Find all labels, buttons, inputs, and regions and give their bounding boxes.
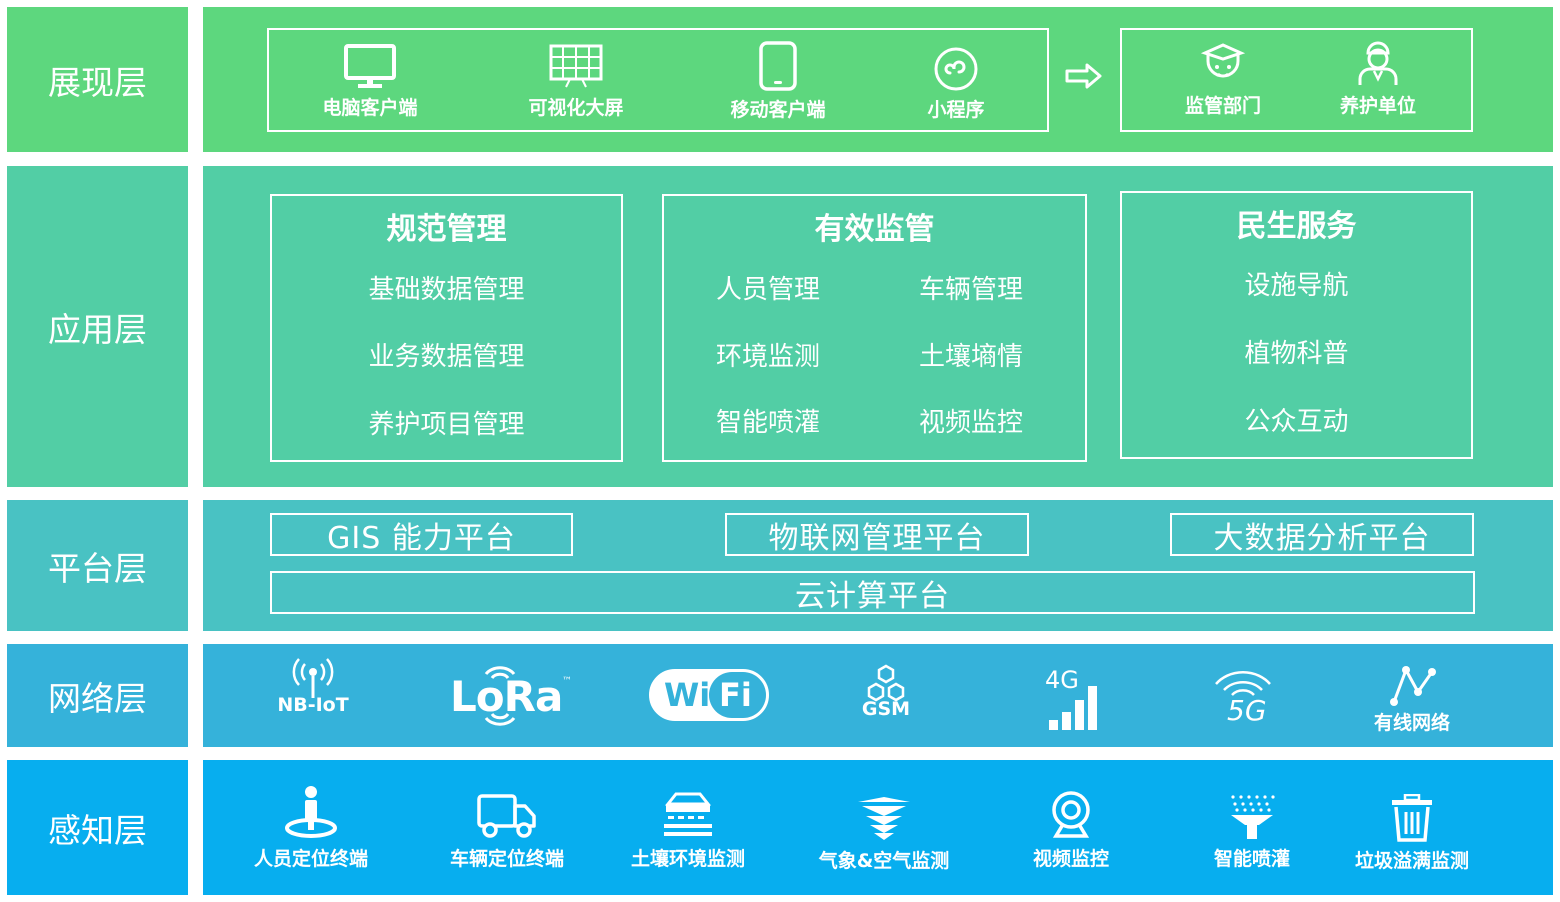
- network-lora: LoRa ™: [450, 660, 574, 732]
- client-label: 小程序: [927, 99, 985, 121]
- network-nbiot: NB-IoT: [268, 656, 358, 716]
- person-location-icon: [285, 786, 337, 838]
- layer-label-application: 应用层: [7, 166, 188, 487]
- network-label: NB-IoT: [277, 694, 349, 716]
- layer-label-network: 网络层: [7, 644, 188, 747]
- platform-panel: GIS 能力平台 物联网管理平台 大数据分析平台 云计算平台: [203, 500, 1553, 631]
- worker-icon: [1358, 41, 1398, 85]
- application-panel: 规范管理 基础数据管理 业务数据管理 养护项目管理 有效监管 人员管理 车辆管理…: [203, 166, 1553, 487]
- platform-bigdata: 大数据分析平台: [1170, 513, 1474, 556]
- weather-station-icon: [858, 797, 910, 840]
- network-label: GSM: [861, 698, 911, 720]
- sensor-weather: 气象&空气监测: [809, 796, 959, 873]
- client-miniprogram: 小程序: [896, 45, 1016, 122]
- wifi-right-text: Fi: [719, 676, 752, 714]
- app-item: 设施导航: [1244, 271, 1349, 301]
- sensor-sprinkler: 智能喷灌: [1192, 794, 1312, 871]
- network-5g: 5G: [1203, 664, 1283, 727]
- signal-bars-icon: [1049, 686, 1097, 730]
- client-label: 电脑客户端: [322, 97, 418, 119]
- app-group-title: 有效监管: [814, 212, 935, 247]
- grid-screen-icon: [549, 44, 603, 88]
- client-bigscreen: 可视化大屏: [516, 43, 636, 120]
- client-label: 移动客户端: [730, 99, 826, 121]
- mobile-icon: [759, 41, 797, 91]
- user-regulator: 监管部门: [1163, 41, 1283, 118]
- lora-signal-icon: [484, 666, 516, 726]
- layer-label-perception: 感知层: [7, 760, 188, 895]
- sensor-label: 车辆定位终端: [449, 848, 564, 870]
- wifi-left-text: Wi: [664, 676, 711, 714]
- sensor-label: 人员定位终端: [253, 848, 368, 870]
- app-item: 公众互动: [1244, 407, 1349, 437]
- app-item: 环境监测: [716, 342, 821, 372]
- user-box: [1120, 28, 1473, 132]
- app-item: 人员管理: [716, 275, 821, 305]
- wifi-signal-icon: [1215, 671, 1271, 696]
- sensor-label: 气象&空气监测: [818, 850, 950, 872]
- network-4g: 4G: [1043, 666, 1107, 730]
- platform-gis: GIS 能力平台: [270, 513, 573, 556]
- app-item: 业务数据管理: [368, 342, 525, 372]
- monitor-icon: [344, 44, 396, 88]
- sensor-soil: 土壤环境监测: [618, 790, 758, 871]
- sensor-video: 视频监控: [1011, 790, 1131, 871]
- sensor-label: 土壤环境监测: [630, 848, 745, 870]
- client-label: 可视化大屏: [528, 97, 624, 119]
- arrow-right-icon: [1065, 63, 1102, 89]
- officer-icon: [1200, 43, 1246, 78]
- camera-icon: [1052, 791, 1090, 838]
- app-group-title: 规范管理: [386, 212, 507, 247]
- line-nodes-icon: [1390, 666, 1436, 706]
- mini-program-icon: [934, 47, 978, 91]
- sensor-label: 垃圾溢满监测: [1354, 850, 1469, 872]
- app-item: 智能喷灌: [716, 408, 821, 438]
- presentation-panel: 电脑客户端 可视化大屏 移动客户端 小程序 监管部门 养护单位: [203, 7, 1553, 152]
- app-group-standard: 规范管理 基础数据管理 业务数据管理 养护项目管理: [270, 194, 623, 462]
- app-item: 土壤墒情: [919, 342, 1024, 372]
- soil-sensor-icon: [664, 792, 712, 836]
- sensor-label: 视频监控: [1032, 848, 1109, 870]
- network-label: 有线网络: [1373, 712, 1450, 734]
- app-item: 植物科普: [1244, 339, 1349, 369]
- sprinkler-icon: [1231, 795, 1275, 839]
- wifi-right-pill: Fi: [709, 672, 766, 718]
- lora-wordmark: LoRa: [450, 672, 563, 721]
- layer-label-presentation: 展现层: [7, 7, 188, 152]
- app-item: 视频监控: [919, 408, 1024, 438]
- network-wired: 有线网络: [1359, 662, 1465, 735]
- app-item: 车辆管理: [919, 275, 1024, 305]
- sensor-person-location: 人员定位终端: [241, 784, 381, 871]
- user-maintenance: 养护单位: [1318, 41, 1438, 118]
- client-box: [267, 28, 1049, 132]
- platform-cloud: 云计算平台: [270, 571, 1475, 614]
- app-group-public-service: 民生服务 设施导航 植物科普 公众互动: [1120, 191, 1473, 459]
- lora-trademark: ™: [562, 676, 572, 687]
- layer-label-platform: 平台层: [7, 500, 188, 631]
- network-gsm: GSM: [843, 664, 929, 720]
- network-panel: NB-IoT LoRa ™ Wi Fi GSM 4G 5G 有线网络: [203, 644, 1553, 747]
- app-group-title: 民生服务: [1236, 209, 1357, 244]
- trash-bin-icon: [1392, 794, 1432, 842]
- app-item: 基础数据管理: [368, 275, 525, 305]
- app-group-supervision: 有效监管 人员管理 车辆管理 环境监测 土壤墒情 智能喷灌 视频监控: [662, 194, 1087, 462]
- network-wifi: Wi Fi: [649, 669, 769, 721]
- app-item: 养护项目管理: [368, 410, 525, 440]
- network-label: 5G: [1227, 694, 1267, 727]
- perception-panel: 人员定位终端 车辆定位终端 土壤环境监测 气象&空气监测 视频监控 智能喷灌 垃…: [203, 760, 1553, 895]
- user-label: 监管部门: [1184, 95, 1261, 117]
- hexagon-cells-icon: [867, 664, 905, 702]
- platform-iot: 物联网管理平台: [725, 513, 1029, 556]
- client-pc: 电脑客户端: [310, 43, 430, 120]
- antenna-icon: [292, 658, 334, 698]
- truck-icon: [477, 794, 536, 838]
- sensor-vehicle-location: 车辆定位终端: [437, 792, 577, 871]
- network-label: 4G: [1045, 666, 1079, 694]
- user-label: 养护单位: [1339, 95, 1416, 117]
- client-mobile: 移动客户端: [718, 41, 838, 122]
- sensor-trash: 垃圾溢满监测: [1342, 794, 1482, 873]
- sensor-label: 智能喷灌: [1213, 848, 1290, 870]
